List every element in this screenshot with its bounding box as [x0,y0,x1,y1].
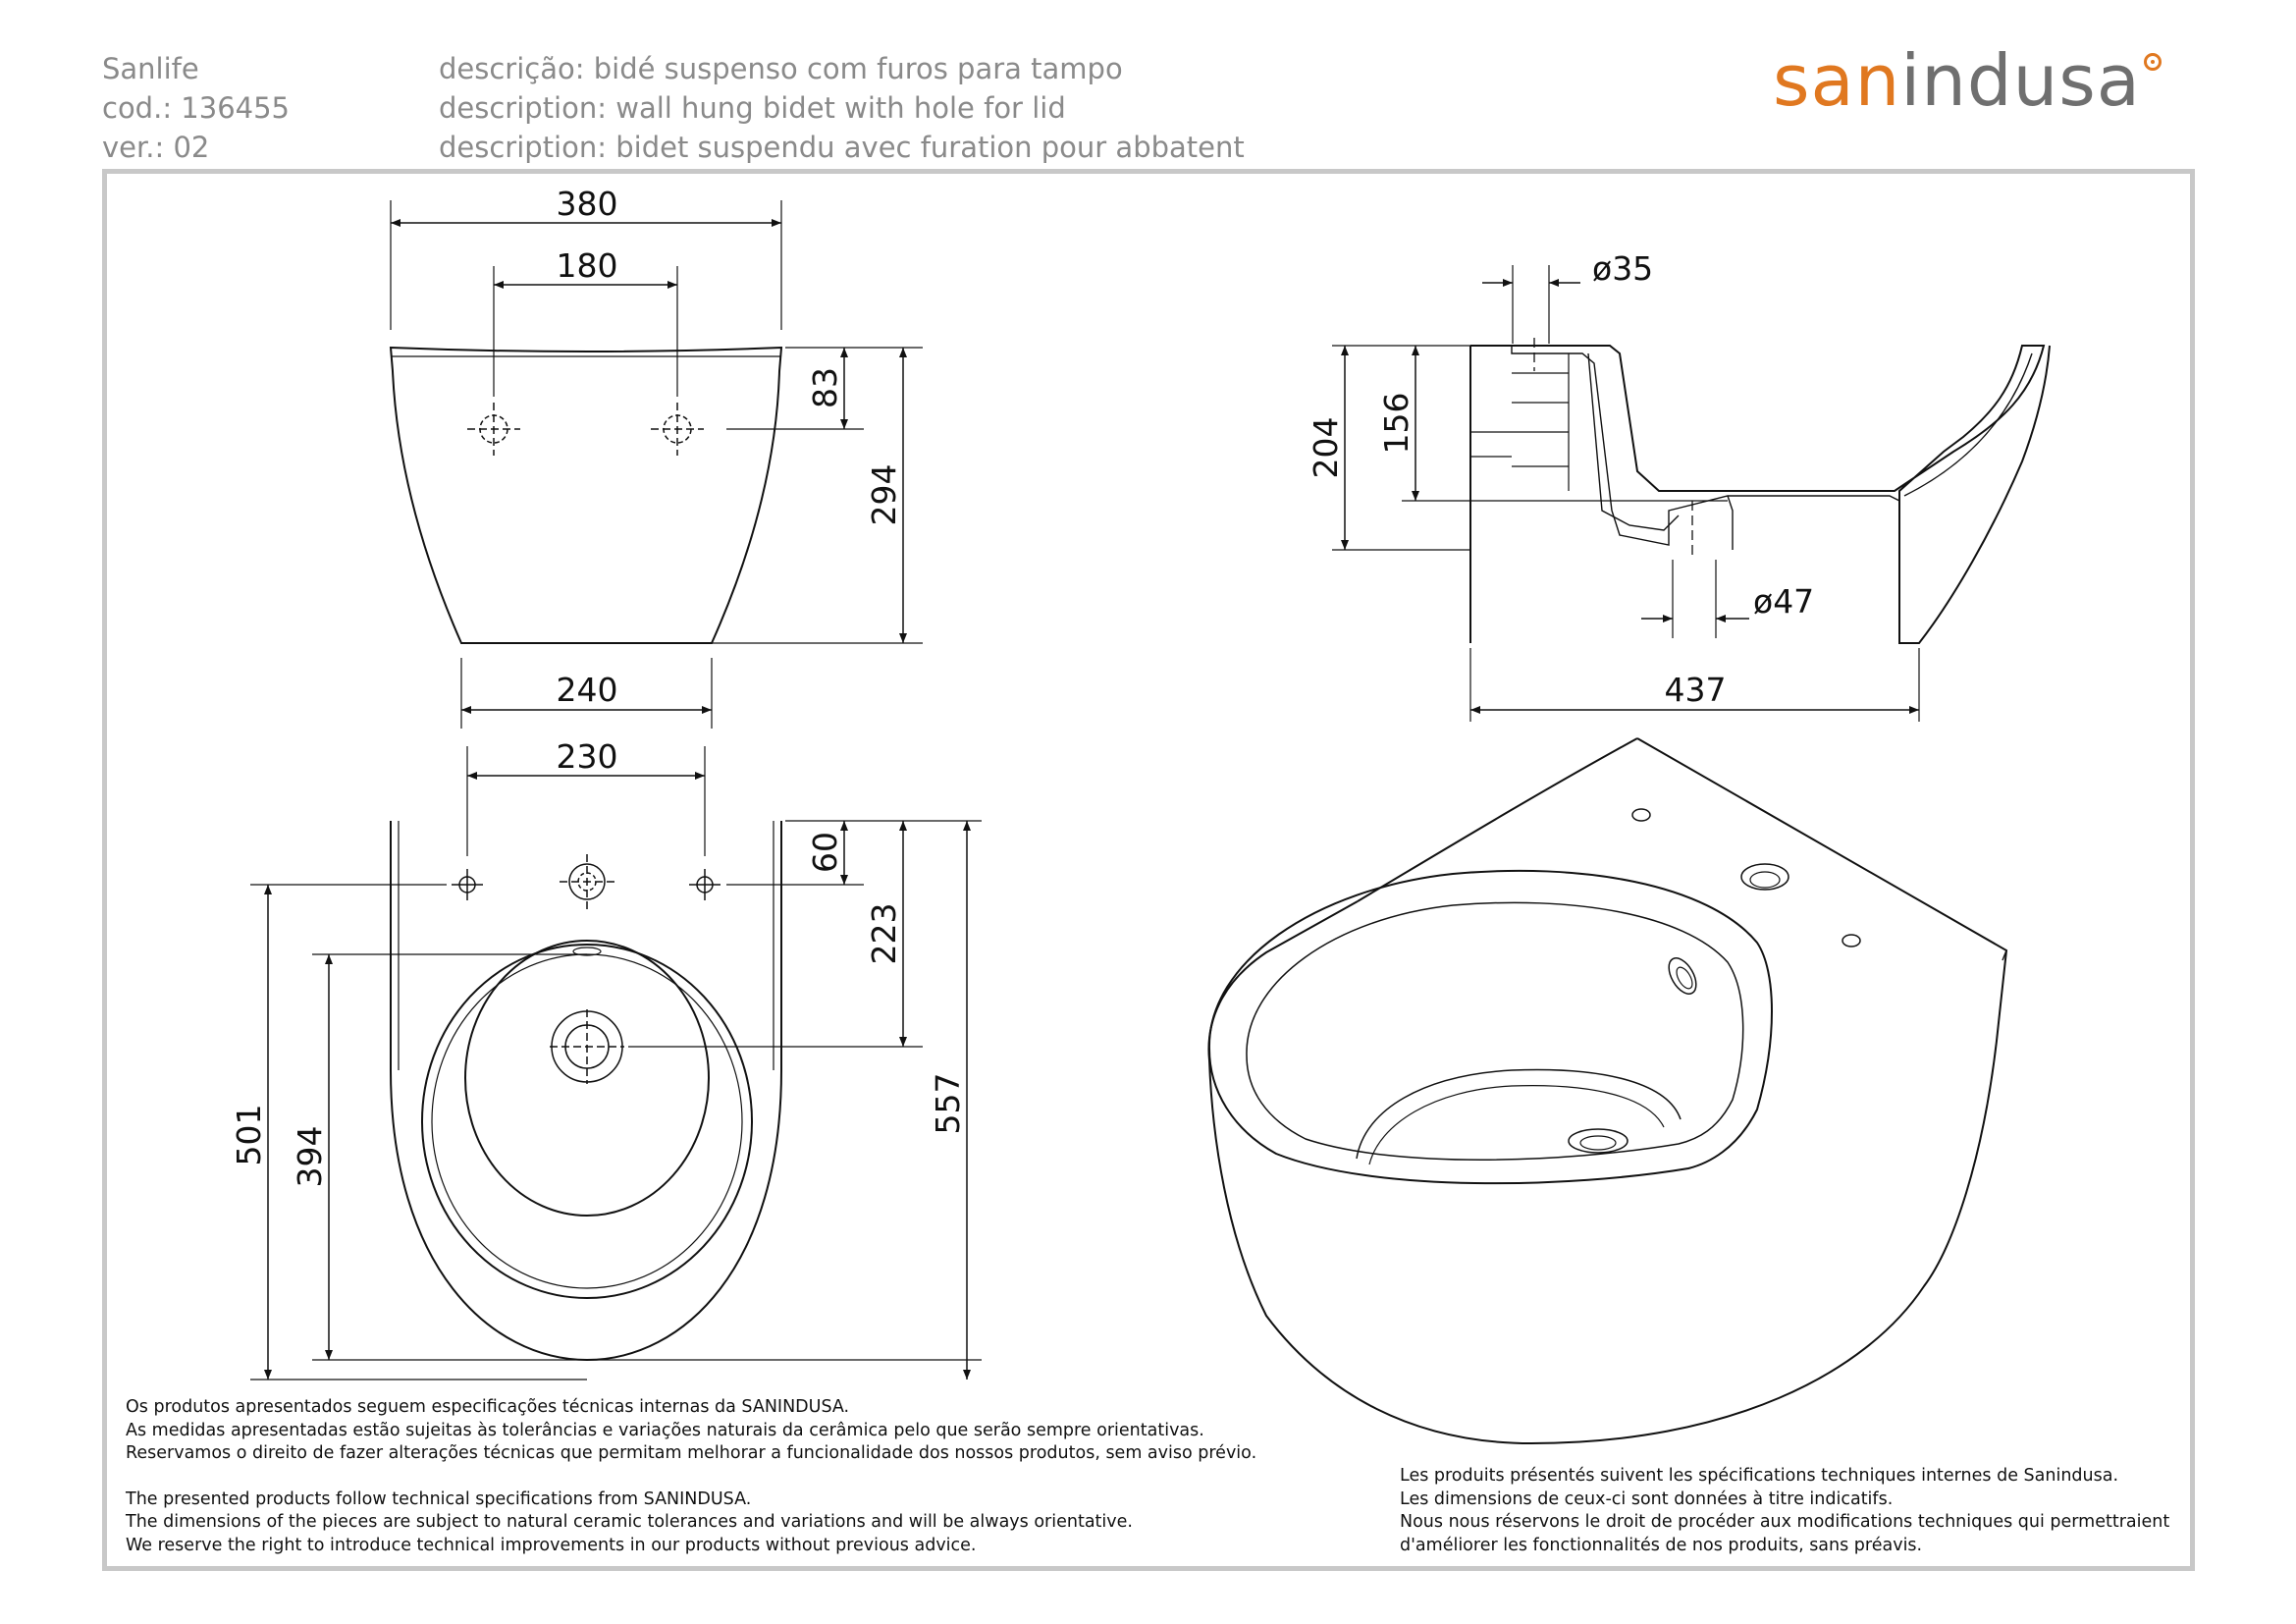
side-view [1332,265,2051,722]
label-204: 204 [1307,417,1345,479]
description-pt: descrição: bidé suspenso com furos para … [439,52,1123,85]
label-394: 394 [291,1126,329,1188]
side-view-labels: ø35 204 156 ø47 437 [1307,249,1814,709]
description-en: description: wall hung bidet with hole f… [439,91,1066,125]
front-view-labels: 380 180 83 294 240 [557,185,904,709]
label-240: 240 [557,671,618,709]
notes-right: Les produits présentés suivent les spéci… [1400,1465,2169,1557]
product-info: Sanlife cod.: 136455 ver.: 02 [102,49,290,167]
note-fr-2: Les dimensions de ceux-ci sont données à… [1400,1489,1894,1509]
plan-rim-inner [431,953,743,1289]
product-version: ver.: 02 [102,131,210,164]
label-d35: ø35 [1592,249,1653,288]
front-hole-left [467,403,520,456]
plan-hole-right [689,869,721,900]
label-223: 223 [865,903,903,965]
plan-hole-left [452,869,483,900]
note-fr-1: Les produits présentés suivent les spéci… [1400,1466,2119,1486]
label-156: 156 [1377,393,1415,455]
product-code: cod.: 136455 [102,91,291,125]
perspective-drain [1568,1128,1629,1154]
note-en-3: We reserve the right to introduce techni… [126,1535,977,1555]
label-380: 380 [557,185,618,223]
front-view [389,200,923,729]
product-name: Sanlife [102,52,199,85]
plan-view-labels: 230 60 223 557 501 394 [230,737,967,1188]
label-501: 501 [230,1105,268,1166]
note-pt-3: Reservamos o direito de fazer alterações… [126,1443,1257,1463]
front-hole-right [651,403,704,456]
perspective-hole-right [1842,934,1861,947]
perspective-rim-inner [1246,901,1744,1161]
label-437: 437 [1665,671,1727,709]
plan-view [250,746,982,1380]
brand-logo: sanindusa [1773,41,2141,120]
plan-hole-center [560,854,614,909]
plan-view-outline [390,821,782,1362]
label-180: 180 [557,246,618,285]
note-fr-3: Nous nous réservons le droit de procéder… [1400,1512,2170,1532]
description-fr: description: bidet suspendu avec furatio… [439,131,1245,164]
brand-logo-part2: indusa [1900,39,2141,122]
label-557: 557 [929,1073,967,1135]
label-d47: ø47 [1753,582,1814,621]
perspective-bowl [1356,1068,1682,1160]
brand-mark-icon [2144,53,2162,71]
label-83: 83 [806,367,844,408]
plan-bowl [464,940,710,1217]
front-view-outline [389,346,783,644]
perspective-hole-left [1631,808,1651,822]
perspective-rim-outer [1207,869,1773,1185]
perspective-view [1207,737,2008,1445]
notes-left: Os produtos apresentados seguem especifi… [126,1396,1256,1557]
product-descriptions: descrição: bidé suspenso com furos para … [439,49,1245,167]
perspective-outline [1207,737,2008,1445]
perspective-hole-center [1740,863,1789,891]
label-294: 294 [865,464,903,526]
brand-logo-part1: san [1773,39,1901,122]
drawing-frame [102,169,2195,1571]
note-fr-4: d'améliorer les fonctionnalités de nos p… [1400,1535,1923,1555]
note-en-2: The dimensions of the pieces are subject… [126,1512,1133,1532]
label-60: 60 [806,832,844,873]
note-pt-2: As medidas apresentadas estão sujeitas à… [126,1420,1204,1440]
plan-drain [550,1009,624,1084]
perspective-overflow [1668,957,1697,995]
label-230: 230 [557,737,618,776]
plan-overflow [572,947,602,956]
note-en-1: The presented products follow technical … [126,1489,752,1509]
note-pt-1: Os produtos apresentados seguem especifi… [126,1397,850,1417]
plan-rim-outer [421,944,753,1299]
